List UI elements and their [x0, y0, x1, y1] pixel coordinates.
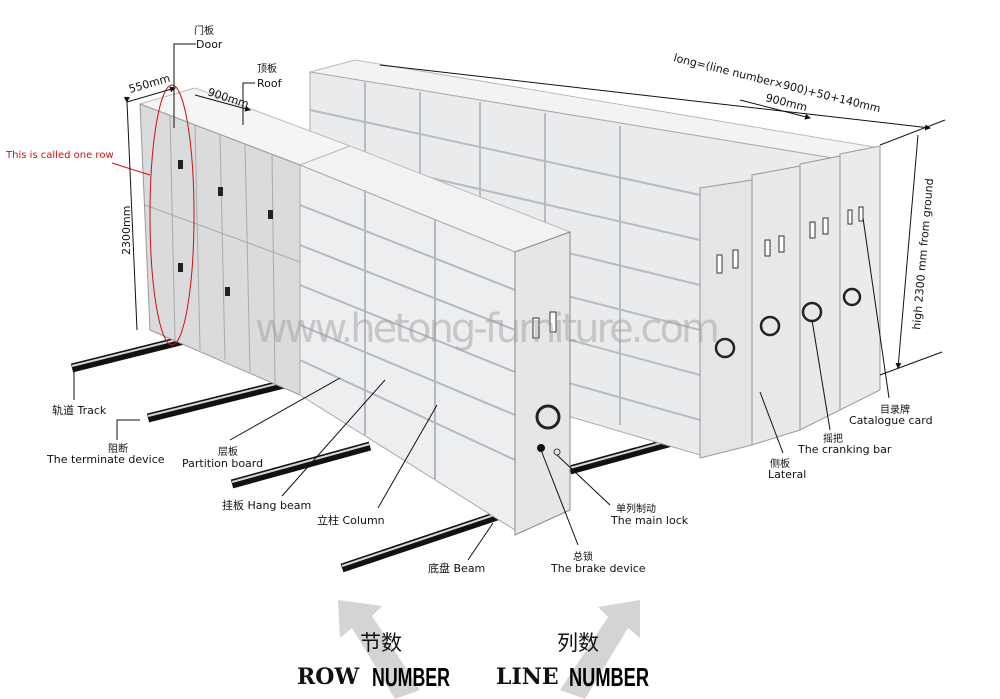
watermark: www.hetong-furniture.com — [255, 306, 720, 352]
main-lock-label-cn: 单列制动 — [616, 502, 656, 515]
end-panel-front — [514, 231, 571, 536]
height-dimension-right: high 2300 mm from ground — [910, 178, 936, 330]
crank-wheel-icon[interactable] — [535, 404, 561, 430]
lateral-label-cn: 侧板 — [770, 457, 790, 470]
partition-label-cn: 层板 — [218, 445, 238, 458]
terminate-label-cn: 阻断 — [108, 442, 128, 455]
row-arrow-icon — [338, 600, 420, 699]
one-row-note: This is called one row — [5, 150, 114, 161]
cranking-label: The cranking bar — [797, 443, 892, 456]
column-label: 立柱 Column — [317, 513, 385, 527]
leader-lines — [73, 43, 890, 561]
roof-label: Roof — [257, 77, 283, 90]
line-number-label-word2: NUMBER — [569, 662, 649, 692]
door-label: Door — [196, 38, 223, 51]
closed-cabinet-row — [138, 87, 352, 396]
beam-label: 底盘 Beam — [428, 561, 485, 575]
brake-label: The brake device — [550, 562, 646, 575]
brake-label-cn: 总锁 — [573, 550, 593, 563]
catalogue-label-cn: 目录牌 — [880, 403, 910, 416]
track-rail — [340, 510, 502, 573]
track-rail — [146, 375, 302, 423]
roof-label-cn: 顶板 — [257, 62, 277, 75]
dimension-lines — [123, 64, 946, 376]
hang-beam-label: 挂板 Hang beam — [222, 498, 311, 512]
catalogue-label: Catalogue card — [849, 414, 933, 427]
partition-label: Partition board — [182, 457, 263, 470]
row-number-label-cn: 节数 — [360, 631, 402, 655]
brake-device-icon[interactable] — [537, 444, 545, 452]
middle-shelving-unit — [298, 145, 572, 536]
cranking-label-cn: 摇把 — [823, 432, 843, 445]
line-arrow-icon — [560, 600, 640, 699]
height-dimension-left: 2300mm — [120, 206, 133, 255]
main-lock-label: The main lock — [610, 514, 689, 527]
line-number-label-word1: LINE — [496, 664, 559, 690]
row-number-label-word2: NUMBER — [372, 662, 450, 692]
track-label: 轨道 Track — [52, 403, 107, 417]
terminate-label: The terminate device — [46, 453, 165, 466]
end-panel — [839, 145, 881, 411]
track-rail — [230, 441, 372, 489]
end-panel — [799, 155, 841, 431]
lateral-label: Lateral — [768, 468, 806, 481]
end-panel — [751, 165, 801, 446]
line-number-label-cn: 列数 — [557, 631, 599, 655]
row-number-label-word1: ROW — [297, 664, 359, 690]
door-label-cn: 门板 — [194, 24, 214, 37]
one-row-highlight — [149, 84, 195, 346]
